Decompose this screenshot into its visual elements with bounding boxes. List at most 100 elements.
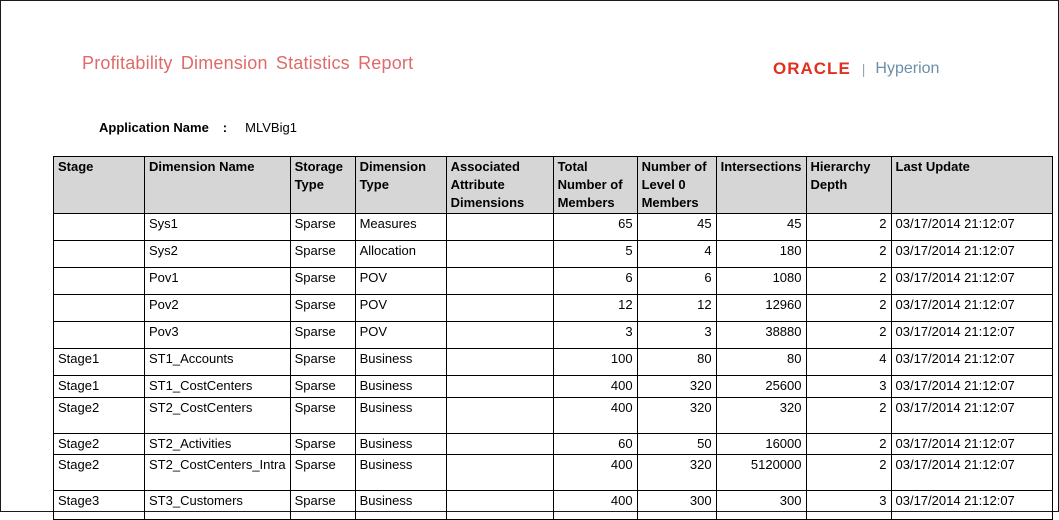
logo-hyperion: Hyperion	[875, 60, 940, 77]
cell-intersections: 12960	[715, 294, 807, 322]
cell-intersections: 25600	[715, 375, 807, 398]
cell-intersections: 38880	[715, 321, 807, 349]
application-name-row: Application Name : MLVBig1	[99, 120, 297, 135]
table-row: Sys2 Sparse Allocation 5 4 180 2 03/17/2…	[53, 240, 1053, 268]
cell-level0-members: 12	[636, 294, 717, 322]
cell-storage-type: Sparse	[289, 294, 356, 322]
table-row: Sys1 Sparse Measures 65 45 45 2 03/17/20…	[53, 213, 1053, 241]
cell-dimension-name: Pov1	[144, 267, 291, 295]
cell-dimension-type: Business	[354, 454, 447, 491]
dimension-statistics-table: Stage Dimension Name Storage Type Dimens…	[53, 156, 1053, 520]
cell-dimension-type: Business	[354, 490, 447, 520]
cell-hierarchy-depth: 2	[805, 240, 892, 268]
cell-level0-members: 320	[636, 397, 717, 434]
cell-last-update: 03/17/2014 21:12:07	[890, 240, 1053, 268]
cell-last-update: 03/17/2014 21:12:07	[890, 294, 1053, 322]
table-row: Stage2 ST2_CostCenters Sparse Business 4…	[53, 397, 1053, 434]
cell-stage: Stage2	[53, 397, 145, 434]
table-row: Pov3 Sparse POV 3 3 38880 2 03/17/2014 2…	[53, 321, 1053, 349]
cell-intersections: 16000	[715, 433, 807, 455]
cell-attribute-dimensions	[445, 397, 554, 434]
cell-last-update: 03/17/2014 21:12:07	[890, 348, 1053, 376]
cell-hierarchy-depth: 3	[805, 375, 892, 398]
cell-total-members: 400	[552, 397, 638, 434]
cell-intersections: 80	[715, 348, 807, 376]
table-row: Stage3 ST3_Customers Sparse Business 400…	[53, 490, 1053, 520]
cell-level0-members: 6	[636, 267, 717, 295]
cell-attribute-dimensions	[445, 294, 554, 322]
cell-dimension-name: ST1_CostCenters	[144, 375, 291, 398]
header-last-update: Last Update	[890, 156, 1053, 214]
cell-last-update: 03/17/2014 21:12:07	[890, 433, 1053, 455]
cell-intersections: 300	[715, 490, 807, 520]
cell-dimension-name: ST2_Activities	[144, 433, 291, 455]
cell-total-members: 5	[552, 240, 638, 268]
logo-separator: |	[861, 61, 866, 77]
cell-level0-members: 4	[636, 240, 717, 268]
cell-total-members: 100	[552, 348, 638, 376]
cell-total-members: 6	[552, 267, 638, 295]
cell-stage: Stage2	[53, 433, 145, 455]
cell-stage: Stage2	[53, 454, 145, 491]
cell-last-update: 03/17/2014 21:12:07	[890, 454, 1053, 491]
cell-last-update: 03/17/2014 21:12:07	[890, 490, 1053, 520]
table-row: Stage1 ST1_Accounts Sparse Business 100 …	[53, 348, 1053, 376]
cell-dimension-type: Business	[354, 348, 447, 376]
cell-storage-type: Sparse	[289, 397, 356, 434]
cell-storage-type: Sparse	[289, 348, 356, 376]
header-total-members: Total Number of Members	[552, 156, 638, 214]
cell-total-members: 400	[552, 454, 638, 491]
cell-stage: Stage1	[53, 348, 145, 376]
cell-attribute-dimensions	[445, 433, 554, 455]
cell-total-members: 400	[552, 375, 638, 398]
table-header-row: Stage Dimension Name Storage Type Dimens…	[53, 156, 1053, 214]
report-title: Profitability Dimension Statistics Repor…	[82, 53, 414, 73]
cell-dimension-name: Sys2	[144, 240, 291, 268]
cell-total-members: 65	[552, 213, 638, 241]
cell-dimension-name: ST3_Customers	[144, 490, 291, 520]
cell-intersections: 1080	[715, 267, 807, 295]
header-storage-type: Storage Type	[289, 156, 356, 214]
cell-hierarchy-depth: 2	[805, 294, 892, 322]
cell-attribute-dimensions	[445, 213, 554, 241]
cell-hierarchy-depth: 2	[805, 454, 892, 491]
table-row: Stage2 ST2_Activities Sparse Business 60…	[53, 433, 1053, 455]
table-row: Pov2 Sparse POV 12 12 12960 2 03/17/2014…	[53, 294, 1053, 322]
cell-dimension-type: Allocation	[354, 240, 447, 268]
cell-storage-type: Sparse	[289, 490, 356, 520]
cell-last-update: 03/17/2014 21:12:07	[890, 267, 1053, 295]
cell-intersections: 180	[715, 240, 807, 268]
cell-last-update: 03/17/2014 21:12:07	[890, 397, 1053, 434]
application-name-label: Application Name	[99, 120, 209, 135]
cell-last-update: 03/17/2014 21:12:07	[890, 321, 1053, 349]
cell-attribute-dimensions	[445, 240, 554, 268]
cell-storage-type: Sparse	[289, 267, 356, 295]
cell-hierarchy-depth: 2	[805, 213, 892, 241]
cell-hierarchy-depth: 2	[805, 267, 892, 295]
cell-hierarchy-depth: 3	[805, 490, 892, 520]
application-name-colon: :	[222, 120, 228, 135]
cell-dimension-type: Business	[354, 433, 447, 455]
cell-attribute-dimensions	[445, 267, 554, 295]
cell-stage	[53, 240, 145, 268]
cell-storage-type: Sparse	[289, 454, 356, 491]
cell-intersections: 45	[715, 213, 807, 241]
cell-stage	[53, 321, 145, 349]
cell-attribute-dimensions	[445, 348, 554, 376]
cell-dimension-name: ST2_CostCenters_Intra	[144, 454, 291, 491]
cell-dimension-type: POV	[354, 294, 447, 322]
cell-hierarchy-depth: 2	[805, 433, 892, 455]
cell-dimension-name: ST1_Accounts	[144, 348, 291, 376]
header-intersections: Intersections	[715, 156, 807, 214]
cell-level0-members: 80	[636, 348, 717, 376]
cell-dimension-type: POV	[354, 321, 447, 349]
cell-stage	[53, 294, 145, 322]
cell-intersections: 5120000	[715, 454, 807, 491]
cell-hierarchy-depth: 2	[805, 397, 892, 434]
header-dimension-type: Dimension Type	[354, 156, 447, 214]
cell-total-members: 12	[552, 294, 638, 322]
cell-stage: Stage3	[53, 490, 145, 520]
header-level0-members: Number of Level 0 Members	[636, 156, 717, 214]
cell-total-members: 60	[552, 433, 638, 455]
header-hierarchy-depth: Hierarchy Depth	[805, 156, 892, 214]
